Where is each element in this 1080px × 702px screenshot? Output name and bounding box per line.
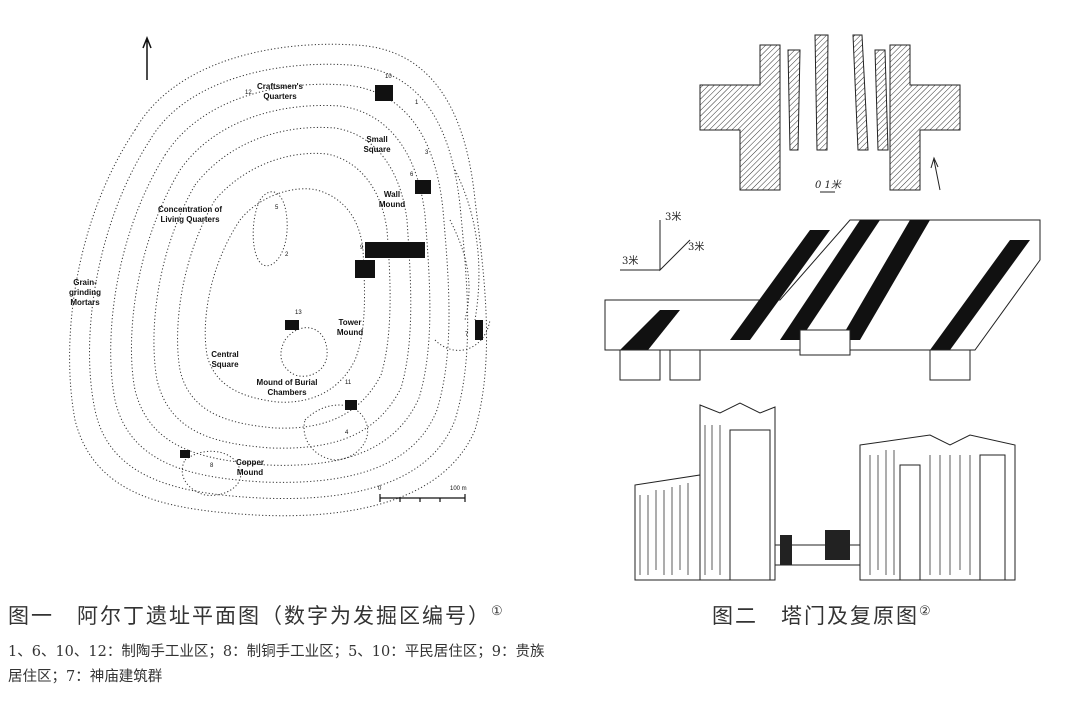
footnote-mark: ② — [919, 604, 933, 619]
figure1-caption: 图一 阿尔丁遗址平面图（数字为发掘区编号）① — [8, 600, 505, 630]
dim-label-width: 3米 — [622, 256, 639, 267]
dim-label-height: 3米 — [665, 212, 682, 223]
scale-end: 100 m — [450, 486, 467, 492]
area-number: 5 — [275, 205, 279, 211]
area-number: 13 — [295, 310, 302, 316]
label-grain-mortars: Grain-grinding Mortars — [69, 278, 101, 307]
area-number: 9 — [360, 245, 364, 251]
area-number: 6 — [410, 172, 414, 178]
gate-isometric-drawing — [604, 219, 1041, 381]
dim-label-depth: 3米 — [688, 242, 705, 253]
figure2-title: 图二 塔门及复原图 — [712, 604, 919, 628]
plan-scale: 0 1米 — [815, 180, 841, 191]
label-craftsmen-quarters: Craftsmen's Quarters — [257, 82, 303, 101]
figure1-note: 1、6、10、12：制陶手工业区；8：制铜手工业区；5、10：平民居住区；9：贵… — [8, 644, 545, 685]
label-burial-mound: Mound of Burial Chambers — [256, 378, 318, 397]
gate-reconstruction — [630, 395, 1050, 585]
footnote-mark: ① — [491, 604, 505, 619]
area-number: 4 — [345, 430, 349, 436]
label-small-square: Small Square — [363, 135, 391, 154]
label-copper-mound: Copper Mound — [236, 458, 264, 477]
label-tower-mound: Tower Mound — [336, 318, 364, 337]
label-living-quarters: Concentration of Living Quarters — [158, 205, 222, 224]
gate-reconstruction-drawing — [634, 402, 1016, 581]
area-number: 2 — [285, 252, 289, 258]
gate-plan-drawing — [699, 34, 961, 193]
area-number: 8 — [210, 463, 214, 469]
area-number: 12 — [245, 90, 252, 96]
area-number: 1 — [415, 100, 419, 106]
gate-isometric: 3米 3米 3米 — [600, 200, 1050, 395]
site-map: Craftsmen's Quarters Small Square Wall M… — [55, 20, 505, 540]
label-wall-mound: Wall Mound — [378, 190, 406, 209]
scale-start: 0 — [378, 486, 382, 492]
area-number: 10 — [385, 74, 392, 80]
figure1-title: 图一 阿尔丁遗址平面图（数字为发掘区编号） — [8, 604, 491, 628]
figure2-caption: 图二 塔门及复原图② — [712, 600, 933, 630]
area-number: 3 — [425, 150, 429, 156]
area-number: 7 — [465, 332, 469, 338]
gate-plan: 0 1米 — [690, 30, 990, 200]
area-number: 11 — [345, 380, 352, 386]
site-map-contours — [69, 35, 491, 517]
label-central-square: Central Square — [211, 350, 239, 369]
